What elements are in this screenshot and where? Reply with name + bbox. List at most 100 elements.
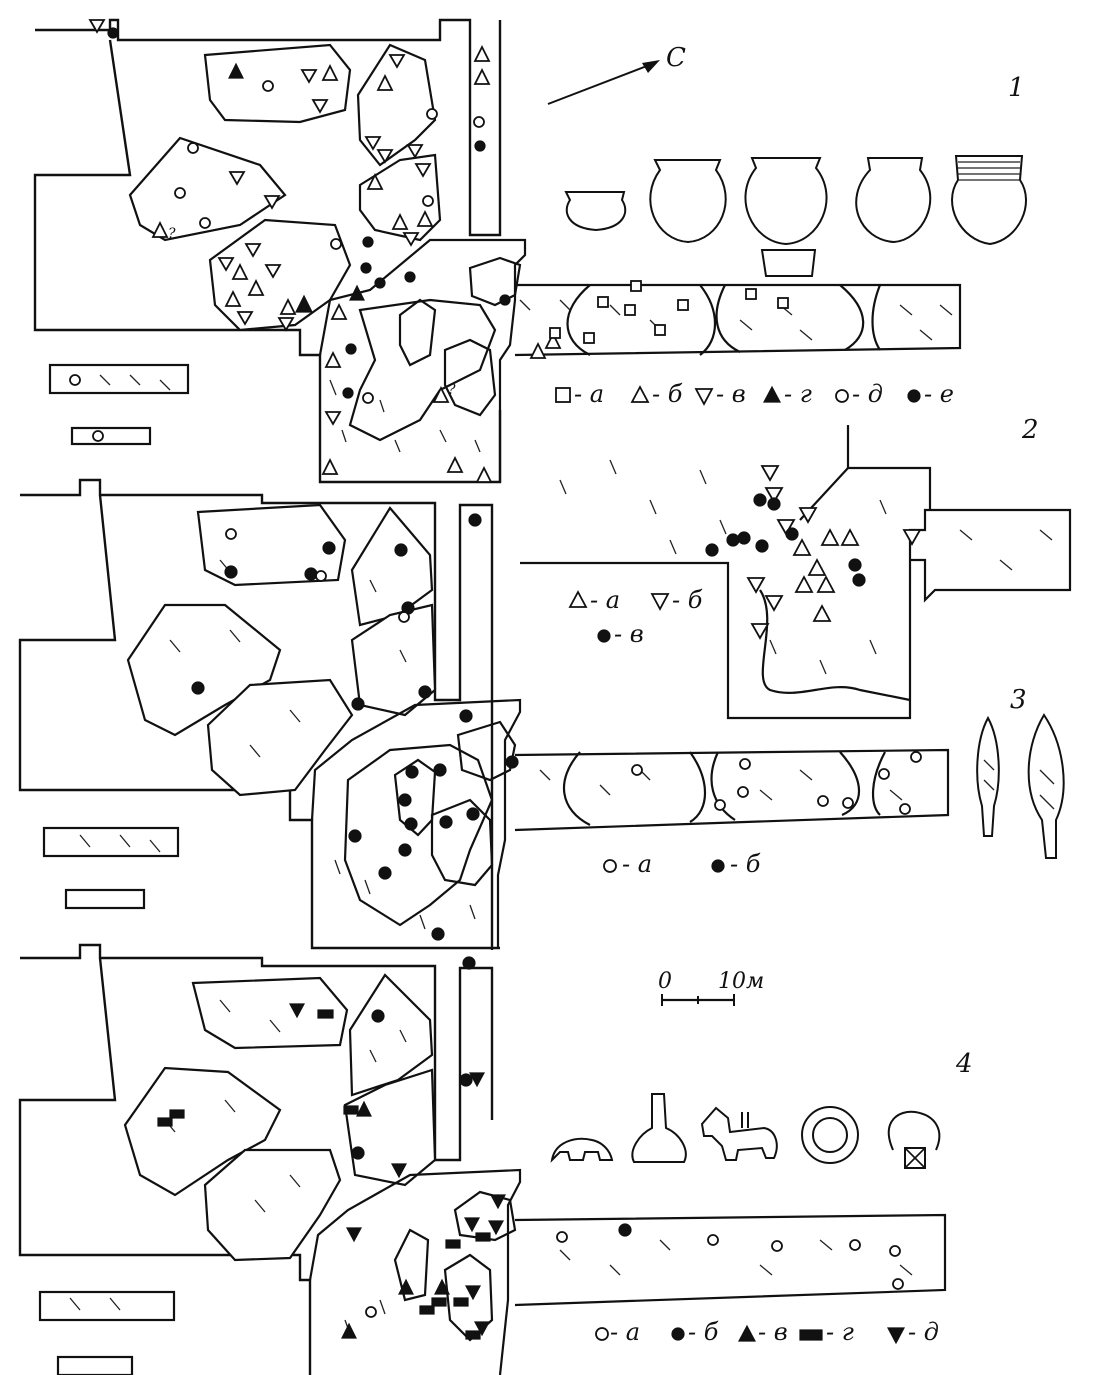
panel-2-number: 2 [1021, 415, 1039, 445]
legend-4-label-d: - д [908, 1318, 939, 1346]
open-triangle-marker [529, 341, 547, 359]
filled-rectangle-marker [317, 1009, 334, 1019]
inverted-triangle-marker [402, 232, 420, 247]
inverted-triangle-marker [750, 623, 770, 640]
filled-rectangle-marker [343, 1105, 359, 1115]
filled-circle-marker [224, 565, 238, 579]
panel-1-plan [33, 18, 962, 484]
filled-circle-marker [459, 709, 473, 723]
open-circle-marker [737, 786, 749, 798]
filled-rectangle-marker [465, 1330, 481, 1340]
filled-circle-marker [398, 793, 412, 807]
filled-circle-marker [374, 277, 386, 289]
panel-4-building-wall [18, 943, 494, 1375]
legend-2: - а - б - в [568, 586, 703, 648]
question-mark-2: ? [448, 382, 456, 398]
open-circle-marker [262, 80, 274, 92]
filled-triangle-legend-icon [738, 1324, 756, 1342]
filled-circle-marker [505, 755, 519, 769]
legend-4-label-g: - г [826, 1318, 854, 1346]
legend-2-label-b: - б [672, 586, 703, 614]
open-triangle-marker [807, 558, 827, 576]
legend-4-label-v: - в [758, 1318, 788, 1346]
panel-3-number: 3 [1010, 685, 1027, 715]
filled-inverted-triangle-marker [473, 1321, 491, 1337]
filled-circle-marker [705, 543, 719, 557]
open-circle-marker [187, 142, 199, 154]
inverted-triangle-marker [217, 257, 235, 272]
panel-4-plan [18, 943, 947, 1375]
filled-circle-marker [852, 573, 866, 587]
scale-bar: 0 10м [658, 969, 764, 1006]
panel-4-room-a [191, 976, 349, 1050]
open-circle-marker [739, 758, 751, 770]
open-circle-legend-icon [595, 1327, 609, 1341]
inverted-triangle-marker [902, 529, 922, 546]
inverted-triangle-legend-icon [650, 593, 670, 611]
panel-4-pit-west [393, 1228, 430, 1302]
panel-2-finds [705, 465, 922, 640]
open-triangle-marker [792, 538, 812, 556]
filled-circle-marker [191, 681, 205, 695]
legend-2-label-v: - в [614, 620, 644, 648]
filled-inverted-triangle-marker [288, 1003, 306, 1019]
filled-circle-marker [351, 1146, 365, 1160]
filled-rectangle-marker [419, 1305, 435, 1315]
panel-2-inner [759, 467, 911, 702]
open-square-marker [677, 299, 689, 311]
filled-inverted-triangle-marker [345, 1227, 363, 1243]
filled-circle-marker [785, 527, 799, 541]
open-triangle-marker [475, 465, 493, 483]
filled-triangle-marker [349, 284, 365, 301]
panel-1-corridor-cells [566, 284, 882, 356]
open-circle-marker [556, 1231, 568, 1243]
filled-inverted-triangle-marker [487, 1220, 505, 1236]
panel-1-room-a [203, 43, 352, 124]
inverted-triangle-marker [746, 577, 766, 594]
open-square-marker [583, 332, 595, 344]
inverted-triangle-marker [244, 243, 262, 258]
open-triangle-marker [224, 289, 242, 307]
open-circle-marker [889, 1245, 901, 1257]
inverted-triangle-marker [376, 149, 394, 164]
legend-4: - а - б - в - г - д [595, 1318, 939, 1346]
filled-circle-marker [371, 1009, 385, 1023]
open-triangle-marker [324, 350, 342, 368]
open-circle-marker [910, 751, 922, 763]
filled-inverted-triangle-marker [463, 1217, 481, 1233]
open-triangle-marker [391, 212, 409, 230]
panel-1-room-e [208, 218, 352, 332]
open-triangle-marker [473, 44, 491, 62]
panel-4-pit-east [443, 1253, 494, 1342]
filled-circle-marker [753, 493, 767, 507]
open-circle-legend-icon [835, 389, 849, 403]
panel-3-corner-pit [456, 720, 517, 782]
ring-ornament-inner-icon [812, 1117, 848, 1153]
open-circle-marker [330, 238, 342, 250]
filled-rectangle-marker [157, 1117, 173, 1127]
panel-2-wall-east [846, 425, 932, 510]
panel-1-room-c [356, 43, 437, 167]
inverted-triangle-marker [776, 519, 796, 536]
filled-rectangle-marker [431, 1297, 447, 1307]
filled-inverted-triangle-marker [468, 1072, 486, 1088]
filled-circle-marker [767, 497, 781, 511]
legend-1-label-g: - г [784, 380, 812, 408]
inverted-triangle-marker [798, 507, 818, 524]
panel-1-corridor [514, 283, 962, 357]
filled-triangle-marker [295, 294, 313, 313]
horse-figurine-icon [700, 1106, 778, 1161]
open-triangle-marker [544, 331, 562, 349]
panel-4-room-c [348, 973, 434, 1097]
inverted-triangle-marker [388, 54, 406, 69]
open-square-marker [654, 324, 666, 336]
open-triangle-marker [816, 575, 836, 593]
filled-circle-marker [755, 539, 769, 553]
open-triangle-marker [446, 455, 464, 473]
spearheads [976, 713, 1065, 859]
open-circle-marker [92, 430, 104, 442]
filled-circle-marker [398, 843, 412, 857]
filled-rectangle-marker [169, 1109, 185, 1119]
open-circle-marker [362, 392, 374, 404]
